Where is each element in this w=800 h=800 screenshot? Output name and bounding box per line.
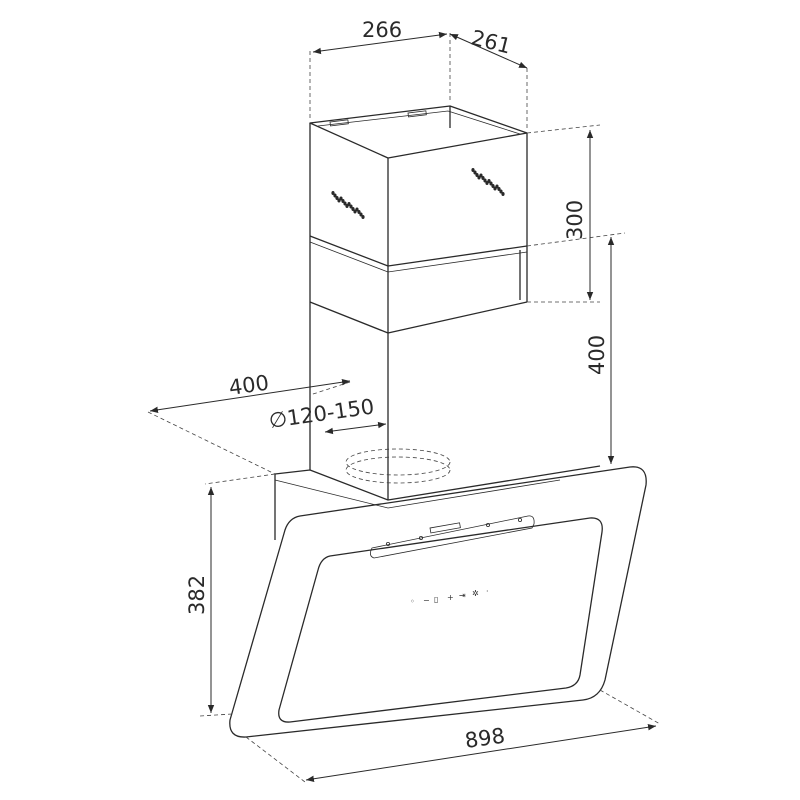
- vent-hole: [361, 215, 365, 219]
- timer-icon[interactable]: ⇥: [459, 591, 466, 600]
- vent-hole: [351, 207, 355, 211]
- power-icon[interactable]: ◦: [410, 597, 415, 606]
- label-hood-height: 382: [185, 575, 209, 615]
- vent-hole: [343, 201, 347, 206]
- boost-icon[interactable]: ✲: [472, 589, 479, 598]
- vent-hole: [335, 196, 339, 200]
- upper-chimney: [309, 105, 528, 500]
- vent-hole: [493, 186, 497, 191]
- vent-hole: [345, 204, 349, 208]
- vent-hole: [481, 176, 485, 180]
- label-wall-depth: 400: [227, 371, 270, 400]
- vent-hole: [331, 191, 335, 195]
- light-icon[interactable]: ·: [486, 587, 489, 596]
- vent-hole: [485, 181, 489, 185]
- vent-hole: [341, 199, 345, 203]
- vent-hole: [357, 210, 361, 214]
- vent-hole: [349, 204, 353, 209]
- vent-hole: [501, 192, 505, 196]
- label-lower-height: 400: [585, 335, 609, 375]
- duct-outlet: [345, 448, 451, 484]
- display-icon: ▯: [434, 595, 438, 604]
- vent-hole: [477, 175, 481, 180]
- dimension-lines: [147, 30, 661, 783]
- vent-hole: [333, 193, 337, 198]
- minus-icon[interactable]: −: [423, 596, 430, 605]
- hood-body: [229, 465, 647, 738]
- label-upper-height: 300: [563, 200, 587, 240]
- control-panel: ◦ − ▯ + ⇥ ✲ ·: [410, 587, 489, 606]
- label-chimney-depth: 261: [469, 26, 514, 59]
- label-chimney-width: 266: [362, 18, 402, 42]
- vent-hole: [497, 187, 501, 191]
- vent-hole: [471, 168, 475, 172]
- vent-hole: [475, 173, 479, 177]
- label-hood-width: 898: [463, 724, 506, 753]
- plus-icon[interactable]: +: [447, 593, 454, 602]
- vent-hole: [359, 212, 363, 217]
- vent-holes-right: [471, 168, 505, 196]
- vent-hole: [491, 184, 495, 188]
- vent-holes-left: [331, 191, 365, 219]
- vent-hole: [499, 189, 503, 194]
- vent-hole: [473, 170, 477, 175]
- vent-hole: [353, 209, 357, 214]
- vent-hole: [483, 178, 487, 183]
- vent-hole: [489, 181, 493, 186]
- vent-hole: [337, 198, 341, 203]
